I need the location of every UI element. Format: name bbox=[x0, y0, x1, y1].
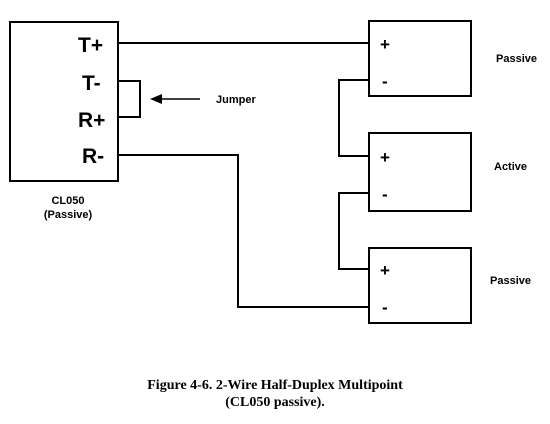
wire-daisy-chain-1 bbox=[338, 79, 369, 157]
wire-daisy-chain-2 bbox=[338, 192, 369, 270]
device-1-plus: + bbox=[380, 35, 390, 54]
device-box-1 bbox=[368, 20, 472, 97]
device-3-minus: - bbox=[382, 298, 388, 317]
jumper-arrow-head bbox=[150, 94, 162, 104]
device-1-minus: - bbox=[382, 72, 388, 91]
jumper-label: Jumper bbox=[216, 94, 256, 106]
host-pin-t-minus: T- bbox=[82, 72, 101, 95]
host-name-label: CL050 bbox=[51, 195, 84, 207]
host-box bbox=[9, 21, 119, 182]
device-2-role: Active bbox=[494, 161, 527, 173]
device-1-role: Passive bbox=[496, 53, 537, 65]
jumper-wire bbox=[118, 80, 141, 118]
device-2-minus: - bbox=[382, 185, 388, 204]
host-mode-label: (Passive) bbox=[44, 209, 93, 221]
device-3-role: Passive bbox=[490, 275, 531, 287]
host-pin-r-plus: R+ bbox=[78, 109, 105, 132]
device-box-2 bbox=[368, 132, 472, 212]
device-box-3 bbox=[368, 247, 472, 324]
wire-r-minus bbox=[118, 154, 369, 308]
host-pin-r-minus: R- bbox=[82, 145, 104, 168]
host-pin-t-plus: T+ bbox=[78, 34, 103, 57]
figure-caption-line-2: (CL050 passive). bbox=[225, 395, 325, 410]
device-2-plus: + bbox=[380, 148, 390, 167]
figure-caption-line-1: Figure 4-6. 2-Wire Half-Duplex Multipoin… bbox=[147, 378, 403, 393]
device-3-plus: + bbox=[380, 261, 390, 280]
